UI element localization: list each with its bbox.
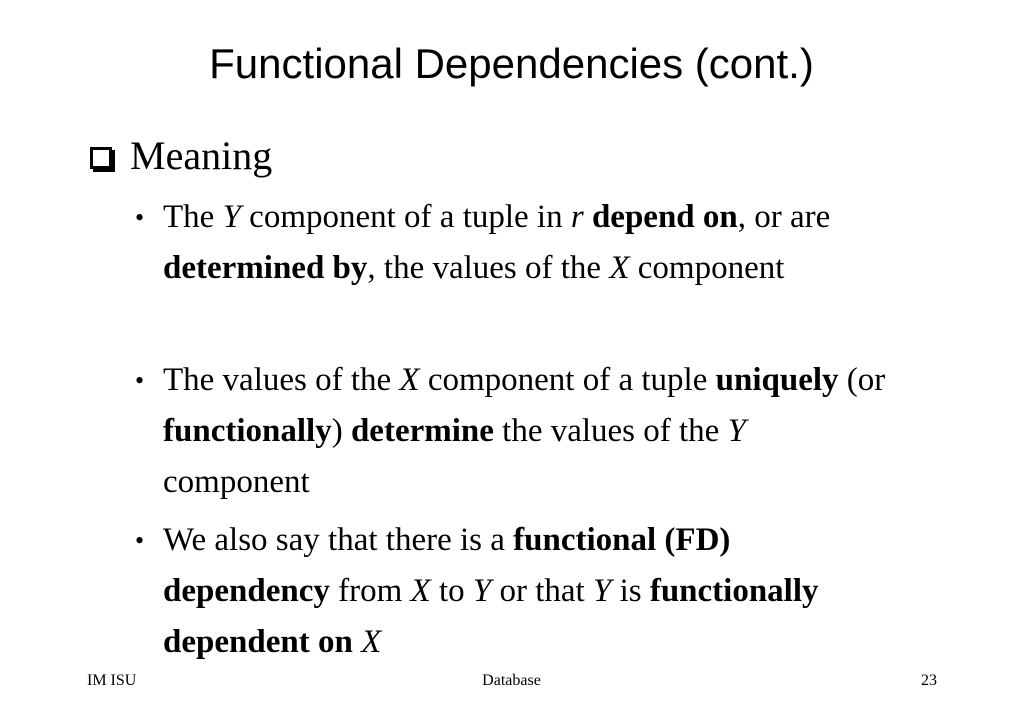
bullet-text: The values of the X component of a tuple… [163,355,895,508]
text-run: or that [491,573,593,609]
bold-term: determined by [163,250,368,286]
text-run [584,199,592,235]
footer-left: IM ISU [87,672,137,689]
text-run: is [611,573,650,609]
text-run: The [163,199,223,235]
text-run: component of a tuple [419,362,716,398]
text-run: We also say that there is a [163,522,514,558]
bullet-dot-icon: • [135,366,145,395]
text-run: (or [838,362,886,398]
section-heading: Meaning [90,128,272,184]
text-run: , the values of the [367,250,610,286]
text-run: component [629,250,785,286]
page-number: 23 [921,672,937,689]
bold-term: functionally [163,413,332,449]
bullet-dot-icon: • [135,526,145,555]
bullet-item: • The values of the X component of a tup… [135,355,895,508]
bullet-item: • The Y component of a tuple in r depend… [135,192,895,294]
text-run [353,624,361,660]
text-run: , or are [737,199,831,235]
bullet-text: We also say that there is a functional (… [163,515,895,668]
text-run: ) [331,413,351,449]
italic-variable: X [410,573,431,609]
bold-term: depend on [591,199,738,235]
text-run: from [329,573,411,609]
italic-variable: Y [592,573,612,609]
italic-variable: r [570,199,584,235]
text-run: to [430,573,473,609]
bold-term: determine [350,413,494,449]
bold-term: functionally dependent on [163,573,819,660]
italic-variable: X [361,624,382,660]
bullet-dot-icon: • [135,203,145,232]
bullet-item: • We also say that there is a functional… [135,515,895,668]
italic-variable: Y [472,573,492,609]
text-run: component of a tuple in [240,199,571,235]
checkbox-bullet-icon [90,147,112,169]
italic-variable: Y [222,199,241,235]
slide-title: Functional Dependencies (cont.) [209,40,814,87]
italic-variable: X [399,362,420,398]
footer-center: Database [482,672,541,689]
text-run: the values of the [493,413,728,449]
text-run: component [163,464,310,500]
bold-term: uniquely [715,362,839,398]
italic-variable: X [609,250,630,286]
heading-label: Meaning [130,133,273,178]
italic-variable: Y [727,413,746,449]
bullet-text: The Y component of a tuple in r depend o… [163,192,895,294]
bold-term: functional (FD) dependency [163,522,731,609]
text-run: The values of the [163,362,400,398]
